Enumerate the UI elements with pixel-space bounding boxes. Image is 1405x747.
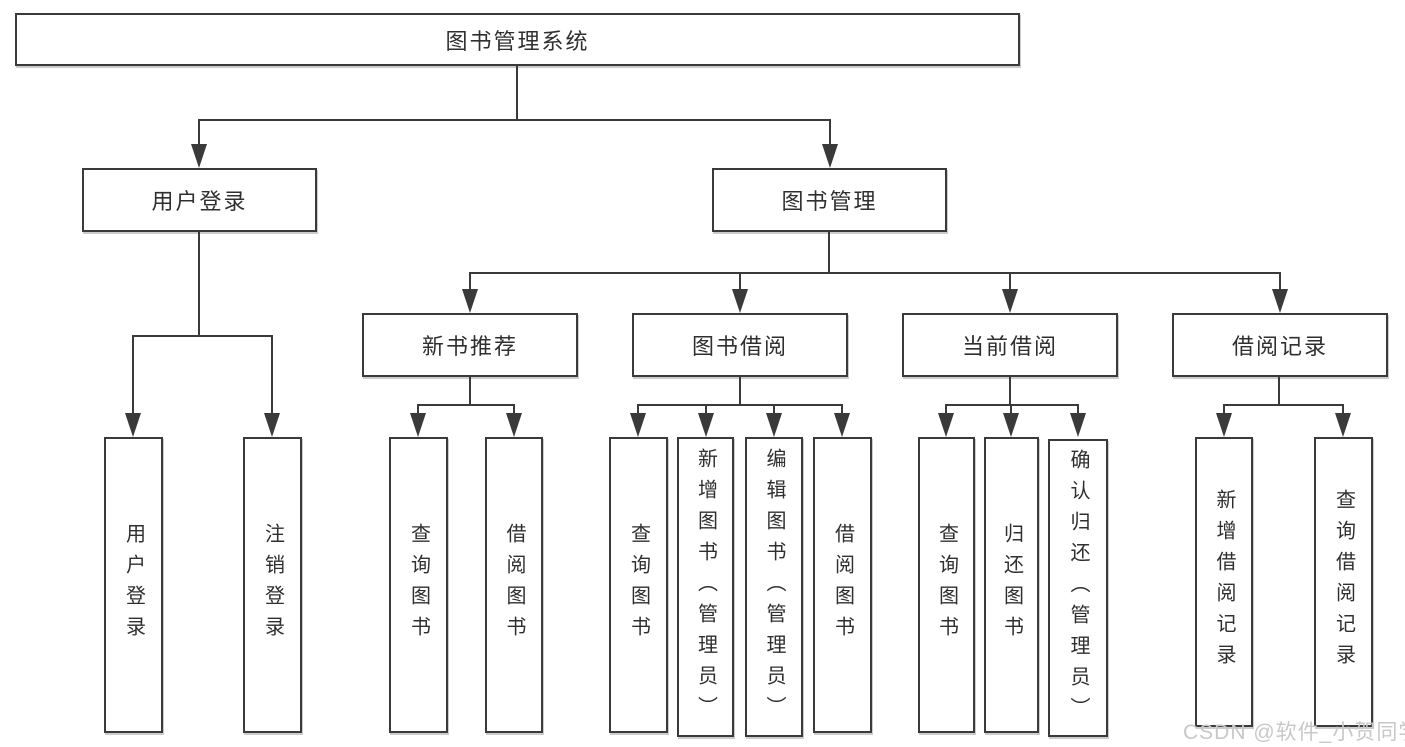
arrow-down-icon xyxy=(1002,289,1018,313)
leaf-return-book: 归还图书 xyxy=(984,437,1039,733)
connector-line xyxy=(469,377,471,404)
connector-line xyxy=(829,119,831,146)
connector-line xyxy=(773,404,775,415)
arrow-down-icon xyxy=(191,144,207,168)
arrow-down-icon xyxy=(125,413,141,437)
connector-line xyxy=(271,335,273,415)
arrow-down-icon xyxy=(506,413,522,437)
connector-line xyxy=(739,272,741,291)
connector-line xyxy=(1009,377,1011,404)
arrow-down-icon xyxy=(1272,289,1288,313)
connector-line xyxy=(469,272,471,291)
leaf-query-books: 查询图书 xyxy=(389,437,448,733)
leaf-user-login: 用户登录 xyxy=(104,437,163,733)
connector-line xyxy=(132,335,134,415)
connector-line xyxy=(637,404,639,415)
node-user-login: 用户登录 xyxy=(82,168,317,232)
connector-line xyxy=(470,272,1281,274)
node-borrowing-records: 借阅记录 xyxy=(1172,313,1388,377)
leaf-logout: 注销登录 xyxy=(243,437,302,733)
connector-line xyxy=(133,335,273,337)
arrow-down-icon xyxy=(1003,413,1019,437)
watermark: CSDN @软件_小贺同学 xyxy=(1183,721,1405,744)
connector-line xyxy=(516,66,518,119)
node-new-book-recommend: 新书推荐 xyxy=(362,313,578,377)
arrow-down-icon xyxy=(1070,413,1086,437)
leaf-add-book-admin: 新增图书（管理员） xyxy=(677,437,734,737)
connector-line xyxy=(739,377,741,404)
node-book-borrowing: 图书借阅 xyxy=(632,313,848,377)
arrow-down-icon xyxy=(822,144,838,168)
connector-line xyxy=(828,232,830,272)
leaf-borrow-books: 借阅图书 xyxy=(813,437,872,733)
arrow-down-icon xyxy=(410,413,426,437)
connector-line xyxy=(199,119,831,121)
arrow-down-icon xyxy=(264,413,280,437)
leaf-query-books: 查询图书 xyxy=(609,437,668,733)
connector-line xyxy=(705,404,707,415)
leaf-edit-book-admin: 编辑图书（管理员） xyxy=(745,437,803,737)
leaf-query-borrow-record: 查询借阅记录 xyxy=(1314,437,1373,727)
arrow-down-icon xyxy=(732,289,748,313)
connector-line xyxy=(1342,404,1344,415)
connector-line xyxy=(841,404,843,415)
connector-line xyxy=(1223,404,1225,415)
connector-line xyxy=(945,404,947,415)
leaf-confirm-return-admin: 确认归还（管理员） xyxy=(1048,439,1108,737)
connector-line xyxy=(946,404,1078,406)
connector-line xyxy=(1010,404,1012,415)
leaf-add-borrow-record: 新增借阅记录 xyxy=(1195,437,1253,727)
connector-line xyxy=(1009,272,1011,291)
arrow-down-icon xyxy=(938,413,954,437)
connector-line xyxy=(1224,404,1343,406)
arrow-down-icon xyxy=(630,413,646,437)
arrow-down-icon xyxy=(1335,413,1351,437)
arrow-down-icon xyxy=(698,413,714,437)
arrow-down-icon xyxy=(462,289,478,313)
connector-line xyxy=(1077,404,1079,415)
connector-line xyxy=(1278,377,1280,404)
connector-line xyxy=(1279,272,1281,291)
connector-line xyxy=(198,119,200,146)
node-current-borrowing: 当前借阅 xyxy=(902,313,1118,377)
connector-line xyxy=(418,404,515,406)
leaf-borrow-books: 借阅图书 xyxy=(485,437,543,733)
leaf-query-books: 查询图书 xyxy=(918,437,975,733)
connector-line xyxy=(638,404,843,406)
arrow-down-icon xyxy=(834,413,850,437)
connector-line xyxy=(513,404,515,415)
arrow-down-icon xyxy=(1216,413,1232,437)
connector-line xyxy=(417,404,419,415)
arrow-down-icon xyxy=(766,413,782,437)
node-root: 图书管理系统 xyxy=(15,13,1020,66)
connector-line xyxy=(198,232,200,335)
node-book-management: 图书管理 xyxy=(712,168,947,232)
